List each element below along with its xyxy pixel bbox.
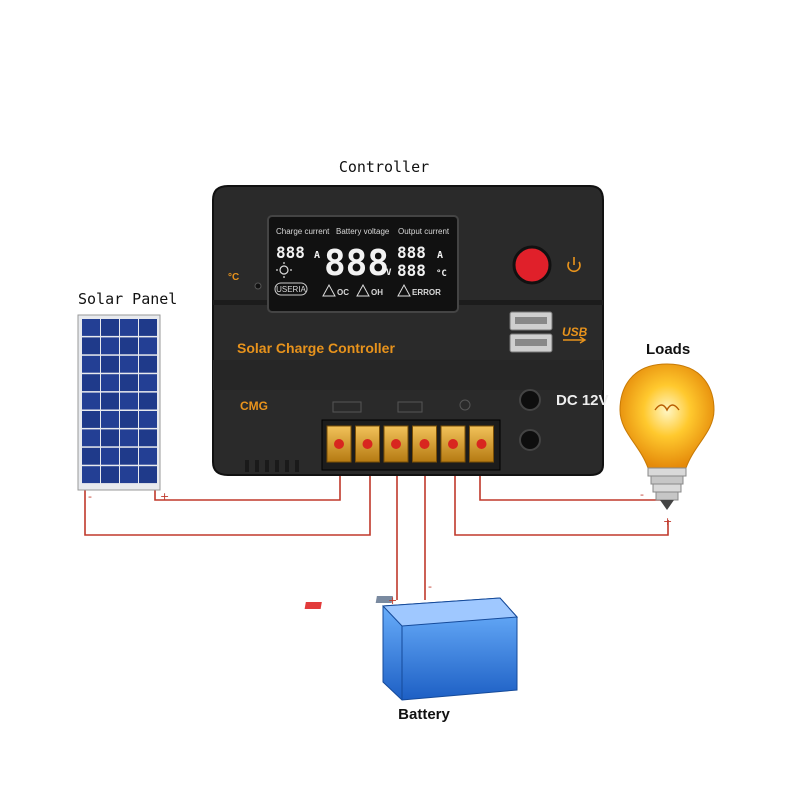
battery-minus: - — [428, 580, 432, 593]
lcd-unit-v: V — [386, 268, 392, 278]
solar-cell — [82, 355, 100, 373]
lcd-unit-c: °C — [436, 269, 447, 279]
vents — [245, 460, 299, 472]
warning-oc: OC — [337, 288, 349, 297]
solar-cell — [101, 466, 119, 484]
sun-icon — [276, 262, 292, 278]
lcd-display — [267, 215, 459, 313]
terminal-screw — [419, 439, 430, 449]
lcd-header-charge: Charge current — [276, 227, 330, 236]
solar-cell — [120, 319, 138, 336]
load-bulb: Loads - + — [619, 341, 715, 528]
load-minus: - — [640, 488, 644, 501]
wiring — [84, 470, 669, 600]
controller-label: Controller — [339, 158, 429, 176]
battery-plus: + — [388, 594, 397, 607]
solar-minus: - — [88, 490, 92, 503]
wire-solar-positive — [154, 470, 341, 501]
lcd-voltage-value: 888 — [324, 243, 389, 284]
solar-cell — [139, 447, 157, 465]
solar-cell — [82, 429, 100, 447]
lcd-temp-value: 888 — [397, 261, 426, 280]
wire-solar-negative — [84, 470, 371, 536]
solar-cell — [139, 392, 157, 410]
warning-icon — [322, 283, 411, 297]
terminal-screw — [362, 439, 373, 449]
solar-cell — [101, 392, 119, 410]
solar-cell — [139, 374, 157, 392]
dc-jack-1[interactable] — [519, 389, 541, 411]
solar-cell — [139, 319, 157, 336]
solar-cell — [82, 392, 100, 410]
warning-error: ERROR — [412, 288, 441, 297]
solar-cell — [120, 447, 138, 465]
lcd-unit-a2: A — [437, 250, 443, 261]
solar-cell — [101, 337, 119, 355]
lcd-unit-a1: A — [314, 250, 320, 261]
dc-jack-2[interactable] — [519, 429, 541, 451]
solar-cell — [120, 374, 138, 392]
usb-ports[interactable] — [509, 311, 553, 353]
terminal-screw — [476, 439, 487, 449]
solar-cell — [82, 447, 100, 465]
power-icon — [567, 257, 581, 273]
charge-controller: Charge current Battery voltage Output cu… — [212, 185, 609, 476]
solar-cell — [82, 319, 100, 336]
lcd-header-battery: Battery voltage — [336, 227, 390, 236]
solar-cell — [120, 355, 138, 373]
solar-cell — [139, 411, 157, 428]
lcd-header-output: Output current — [398, 227, 450, 236]
solar-cell — [82, 337, 100, 355]
solar-cell — [139, 466, 157, 484]
terminal-screw — [334, 439, 344, 449]
solar-cell — [139, 337, 157, 355]
solar-panel-icon — [332, 401, 362, 413]
solar-cell — [101, 374, 119, 392]
solar-cell — [139, 429, 157, 447]
solar-panel: Solar Panel - + — [77, 290, 177, 503]
battery-label: Battery — [398, 706, 450, 723]
solar-plus: + — [160, 490, 169, 503]
lcd-tag: USERIA — [276, 285, 306, 294]
solar-cell — [101, 429, 119, 447]
wire-load-positive — [454, 470, 669, 536]
loads-label: Loads — [646, 341, 690, 358]
battery: + - Battery — [304, 580, 519, 723]
usb-label: USB — [562, 325, 588, 339]
terminal-screw — [391, 439, 401, 449]
usb-icon — [563, 336, 587, 344]
solar-cell — [101, 447, 119, 465]
solar-cell — [101, 355, 119, 373]
solar-cell — [82, 466, 100, 484]
dc-label: DC 12V — [556, 392, 609, 409]
svg-text:°C: °C — [228, 272, 239, 283]
device-model: CMG — [240, 399, 268, 413]
solar-cell — [120, 392, 138, 410]
solar-cell — [120, 429, 138, 447]
temperature-sensor-icon: °C — [228, 272, 262, 290]
solar-cell — [120, 337, 138, 355]
solar-cell — [82, 374, 100, 392]
device-title: Solar Charge Controller — [237, 340, 395, 356]
setting-button[interactable] — [512, 245, 552, 285]
lightbulb-icon — [459, 399, 471, 411]
lcd-charge-value: 888 — [276, 243, 305, 262]
battery-icon — [397, 401, 423, 413]
solar-panel-label: Solar Panel — [78, 290, 177, 308]
solar-cell — [101, 411, 119, 428]
solar-cell — [101, 319, 119, 336]
lcd-output-value: 888 — [397, 243, 426, 262]
solar-cell — [120, 466, 138, 484]
load-plus: + — [663, 515, 672, 528]
solar-cell — [82, 411, 100, 428]
solar-cell — [120, 411, 138, 428]
terminal-block — [321, 419, 501, 471]
warning-oh: OH — [371, 288, 383, 297]
terminal-screw — [448, 439, 458, 449]
wire-load-negative — [479, 470, 665, 501]
solar-cell — [139, 355, 157, 373]
